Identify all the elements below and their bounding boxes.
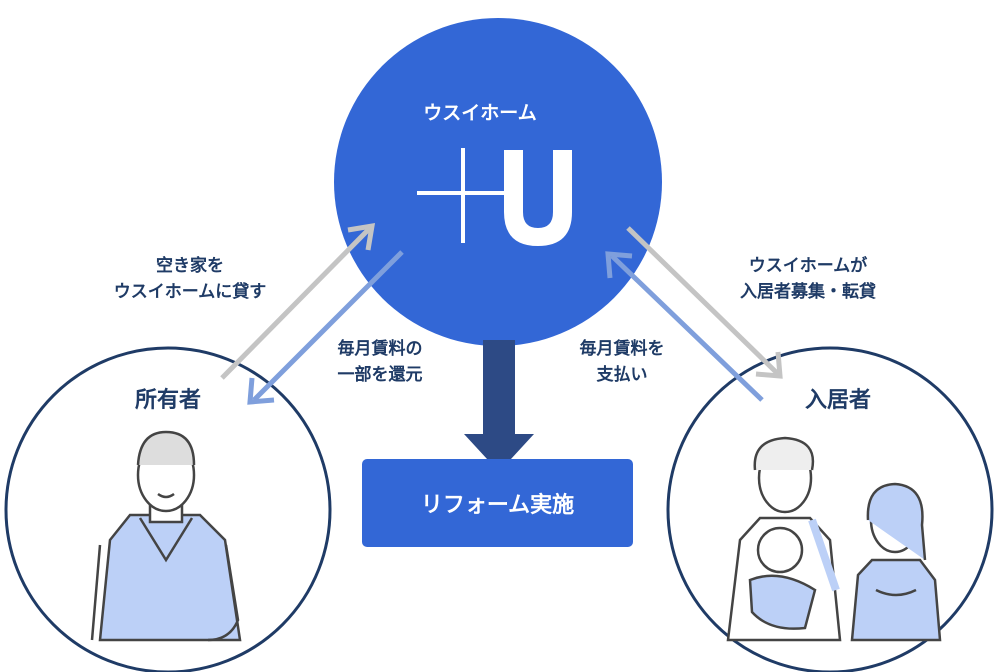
- hub-to-owner-line2: 一部を還元: [300, 362, 460, 388]
- hub-to-tenant-line1: ウスイホームが: [708, 253, 908, 279]
- reform-label: リフォーム実施: [421, 487, 574, 519]
- hub-circle: [334, 18, 662, 346]
- hub-to-owner-label: 毎月賃料の 一部を還元: [300, 336, 460, 388]
- hub-to-tenant-label: ウスイホームが 入居者募集・転貸: [708, 253, 908, 305]
- down-arrow: [464, 340, 534, 472]
- reform-box: リフォーム実施: [362, 459, 633, 547]
- hub-title: ウスイホーム: [360, 98, 600, 125]
- tenant-label: 入居者: [768, 388, 908, 414]
- tenant-to-hub-line2: 支払い: [542, 362, 702, 388]
- owner-label: 所有者: [98, 388, 238, 414]
- tenant-to-hub-line1: 毎月賃料を: [542, 336, 702, 362]
- owner-to-hub-label: 空き家を ウスイホームに貸す: [90, 253, 290, 305]
- tenant-to-hub-label: 毎月賃料を 支払い: [542, 336, 702, 388]
- hub-to-tenant-line2: 入居者募集・転貸: [708, 279, 908, 305]
- hub-to-owner-line1: 毎月賃料の: [300, 336, 460, 362]
- owner-to-hub-line2: ウスイホームに貸す: [90, 279, 290, 305]
- owner-to-hub-line1: 空き家を: [90, 253, 290, 279]
